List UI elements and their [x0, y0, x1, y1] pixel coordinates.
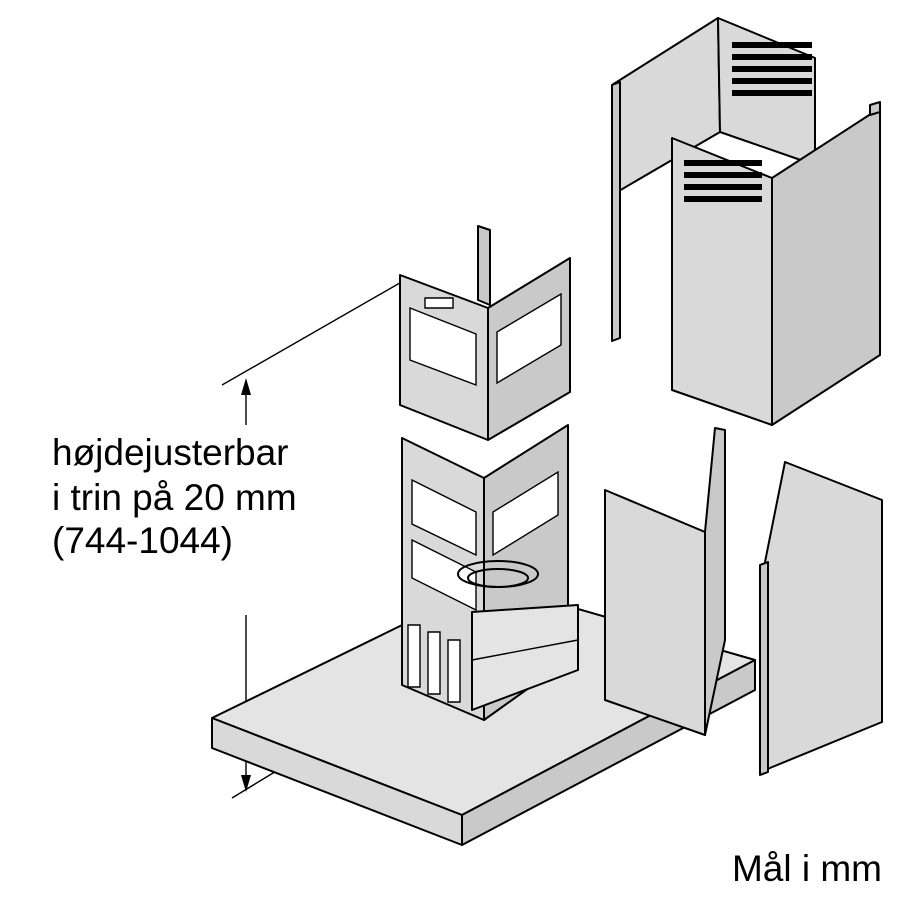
- frame-window: [493, 472, 558, 555]
- vent-slot: [732, 78, 812, 84]
- lower-chimney-front: [605, 428, 725, 735]
- upper-frame: [400, 226, 570, 440]
- vent-slot: [732, 90, 812, 96]
- cover-front-face: [605, 490, 705, 735]
- vent-slot: [428, 632, 440, 694]
- frame-window: [412, 540, 476, 610]
- frame-window: [412, 480, 476, 555]
- vent-slot: [732, 54, 812, 60]
- arrow-down-icon: [241, 775, 251, 792]
- cover-front-face: [672, 138, 772, 425]
- height-adjustment-label-line-1: højdejusterbar: [52, 432, 289, 473]
- upper-chimney-front: [672, 102, 880, 425]
- blower-housing: [472, 605, 578, 710]
- height-adjustment-label-line-3: (744-1044): [52, 520, 234, 561]
- vent-grille: [732, 42, 812, 96]
- vent-slot: [684, 160, 762, 166]
- upper-frame-rear-post: [478, 226, 490, 305]
- frame-window: [497, 294, 561, 383]
- vent-slot: [684, 184, 762, 190]
- vent-slot: [684, 196, 762, 202]
- cover-side-face: [705, 428, 725, 735]
- vent-grille: [684, 160, 762, 202]
- rating-plate: [425, 298, 453, 308]
- cover-flange: [870, 102, 880, 115]
- vent-slot: [732, 42, 812, 48]
- housing-edge: [472, 640, 578, 660]
- vent-slot: [732, 66, 812, 72]
- height-adjustment-label-line-2: i trin på 20 mm: [52, 477, 297, 518]
- cover-side-face: [772, 108, 880, 425]
- cover-flange: [612, 82, 620, 341]
- cover-back-face: [765, 462, 882, 770]
- cover-flange: [760, 562, 768, 775]
- dimension-extension-top: [222, 280, 405, 385]
- arrow-up-icon: [241, 378, 251, 395]
- vent-slot: [408, 625, 420, 687]
- upper-chimney-rear: [612, 18, 815, 341]
- units-note: Mål i mm: [731, 848, 882, 889]
- air-duct-ring-inner: [468, 569, 528, 587]
- lower-frame: [402, 425, 578, 720]
- frame-window: [410, 308, 476, 385]
- lower-chimney-rear: [760, 462, 882, 775]
- vent-slot: [448, 640, 460, 702]
- dimension-extension-bottom: [232, 770, 278, 798]
- vent-slot: [684, 172, 762, 178]
